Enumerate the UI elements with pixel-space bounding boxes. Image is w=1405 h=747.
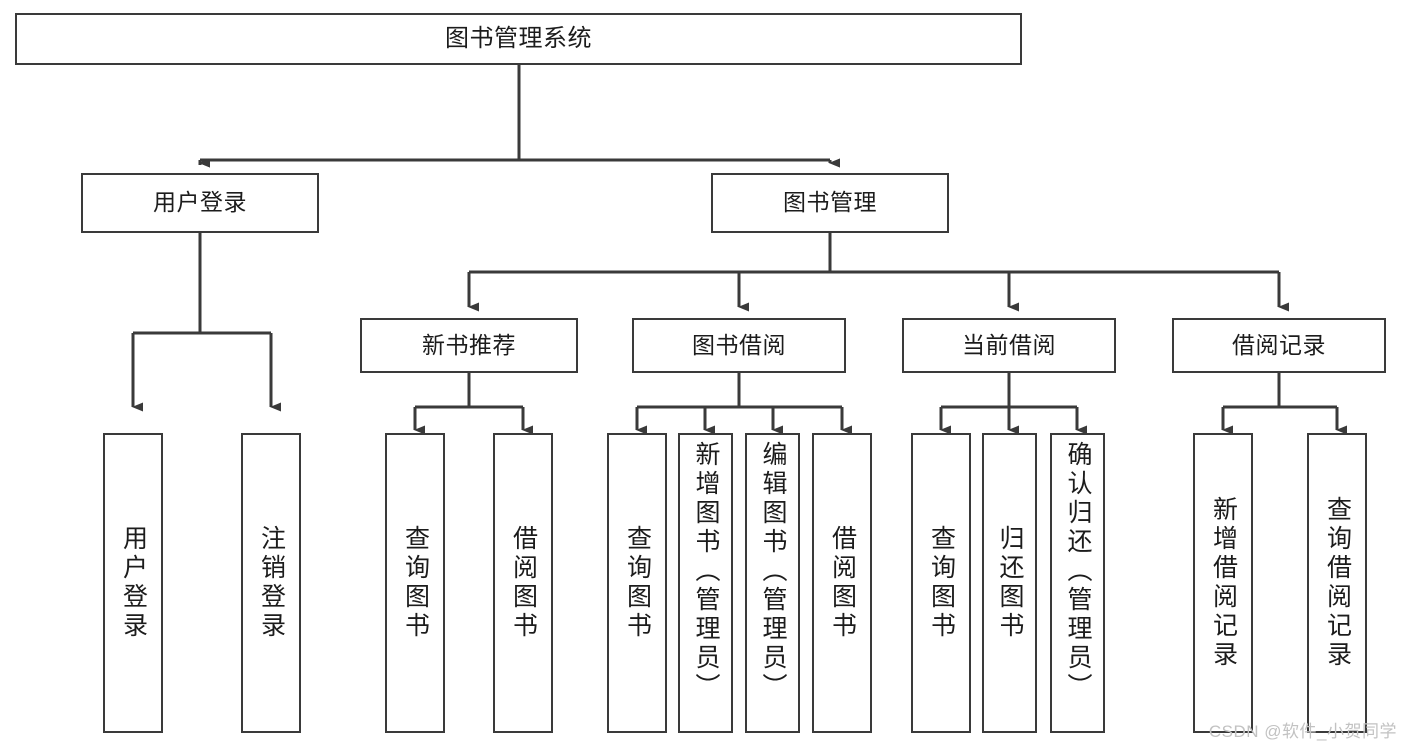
leaf-borrow-query-book[interactable]: 查询图书 (607, 433, 667, 733)
node-label: 查询图书 (623, 525, 652, 641)
node-borrow-record[interactable]: 借阅记录 (1172, 318, 1386, 373)
node-label: 查询图书 (927, 525, 956, 641)
node-label: 新增图书（管理员） (692, 441, 720, 702)
watermark-csdn: CSDN @软件_小贺同学 (1208, 722, 1397, 741)
node-label: 用户登录 (119, 525, 148, 641)
node-label: 新增借阅记录 (1209, 496, 1238, 670)
node-label: 用户登录 (153, 189, 247, 216)
node-new-book-recommend[interactable]: 新书推荐 (360, 318, 578, 373)
node-current-borrow[interactable]: 当前借阅 (902, 318, 1116, 373)
leaf-new-query-book[interactable]: 查询图书 (385, 433, 445, 733)
leaf-record-query-record[interactable]: 查询借阅记录 (1307, 433, 1367, 733)
node-label: 借阅记录 (1232, 331, 1326, 358)
node-user-login[interactable]: 用户登录 (81, 173, 319, 233)
node-label: 图书借阅 (692, 331, 786, 358)
node-book-management[interactable]: 图书管理 (711, 173, 949, 233)
node-label: 确认归还（管理员） (1064, 441, 1092, 702)
node-label: 借阅图书 (828, 525, 857, 641)
leaf-user-logout[interactable]: 注销登录 (241, 433, 301, 733)
node-label: 注销登录 (257, 525, 286, 641)
node-label: 查询图书 (401, 525, 430, 641)
node-label: 借阅图书 (509, 525, 538, 641)
leaf-current-query-book[interactable]: 查询图书 (911, 433, 971, 733)
node-label: 编辑图书（管理员） (759, 441, 787, 702)
leaf-borrow-add-book-admin[interactable]: 新增图书（管理员） (678, 433, 733, 733)
leaf-current-confirm-return-admin[interactable]: 确认归还（管理员） (1050, 433, 1105, 733)
leaf-borrow-edit-book-admin[interactable]: 编辑图书（管理员） (745, 433, 800, 733)
node-label: 图书管理 (783, 189, 877, 216)
node-root-book-management-system[interactable]: 图书管理系统 (15, 13, 1022, 65)
node-label: 图书管理系统 (445, 24, 592, 52)
leaf-new-borrow-book[interactable]: 借阅图书 (493, 433, 553, 733)
node-label: 新书推荐 (422, 331, 516, 358)
node-label: 归还图书 (996, 525, 1024, 641)
leaf-current-return-book[interactable]: 归还图书 (982, 433, 1037, 733)
node-label: 查询借阅记录 (1323, 496, 1352, 670)
node-label: 当前借阅 (962, 331, 1056, 358)
leaf-record-add-record[interactable]: 新增借阅记录 (1193, 433, 1253, 733)
leaf-borrow-borrow-book[interactable]: 借阅图书 (812, 433, 872, 733)
node-book-borrow[interactable]: 图书借阅 (632, 318, 846, 373)
leaf-user-login[interactable]: 用户登录 (103, 433, 163, 733)
